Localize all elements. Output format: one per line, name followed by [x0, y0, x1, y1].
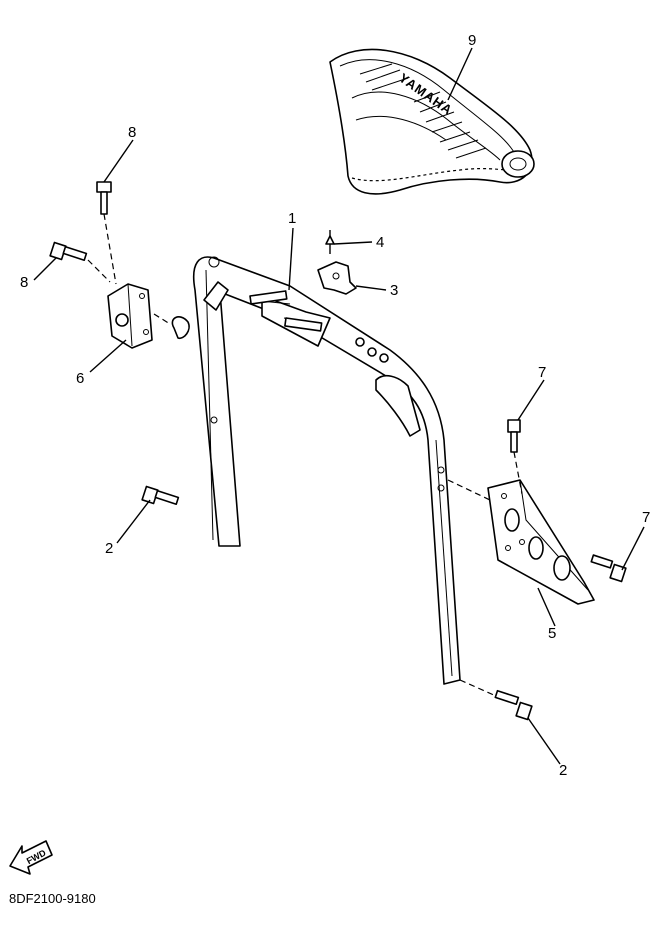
- callout-6: 6: [76, 370, 84, 387]
- callout-7-top: 7: [538, 364, 546, 381]
- bolt-8-left: [49, 241, 111, 283]
- callout-7-right: 7: [642, 509, 650, 526]
- leader-lines: [33, 47, 645, 765]
- guide-line-2r: [459, 679, 497, 697]
- bolt-2-left: [141, 485, 180, 506]
- bolt-7-top: [507, 419, 523, 495]
- bolt-2-right: [494, 689, 533, 721]
- callout-5: 5: [548, 625, 556, 642]
- handle-pole-frame: [193, 256, 461, 685]
- small-bracket: [317, 261, 357, 295]
- bolt-7-right: [590, 554, 627, 583]
- callout-2-left: 2: [105, 540, 113, 557]
- bolt-8-top: [96, 181, 117, 285]
- callout-4: 4: [376, 234, 384, 251]
- drawing-code: 8DF2100-9180: [9, 891, 96, 906]
- callout-8-top: 8: [128, 124, 136, 141]
- callout-2-right: 2: [559, 762, 567, 779]
- guide-line-6: [153, 313, 171, 325]
- callout-1: 1: [288, 210, 296, 227]
- callout-9: 9: [468, 32, 476, 49]
- forward-arrow-icon: FWD: [9, 840, 53, 875]
- seat-pad: YAMAHA: [329, 48, 535, 195]
- cotter-pin: [325, 230, 335, 254]
- right-mount-plate: [487, 479, 595, 605]
- callout-3: 3: [390, 282, 398, 299]
- callout-8-left: 8: [20, 274, 28, 291]
- left-mount-plate: [107, 283, 190, 349]
- guide-line-5: [447, 479, 491, 501]
